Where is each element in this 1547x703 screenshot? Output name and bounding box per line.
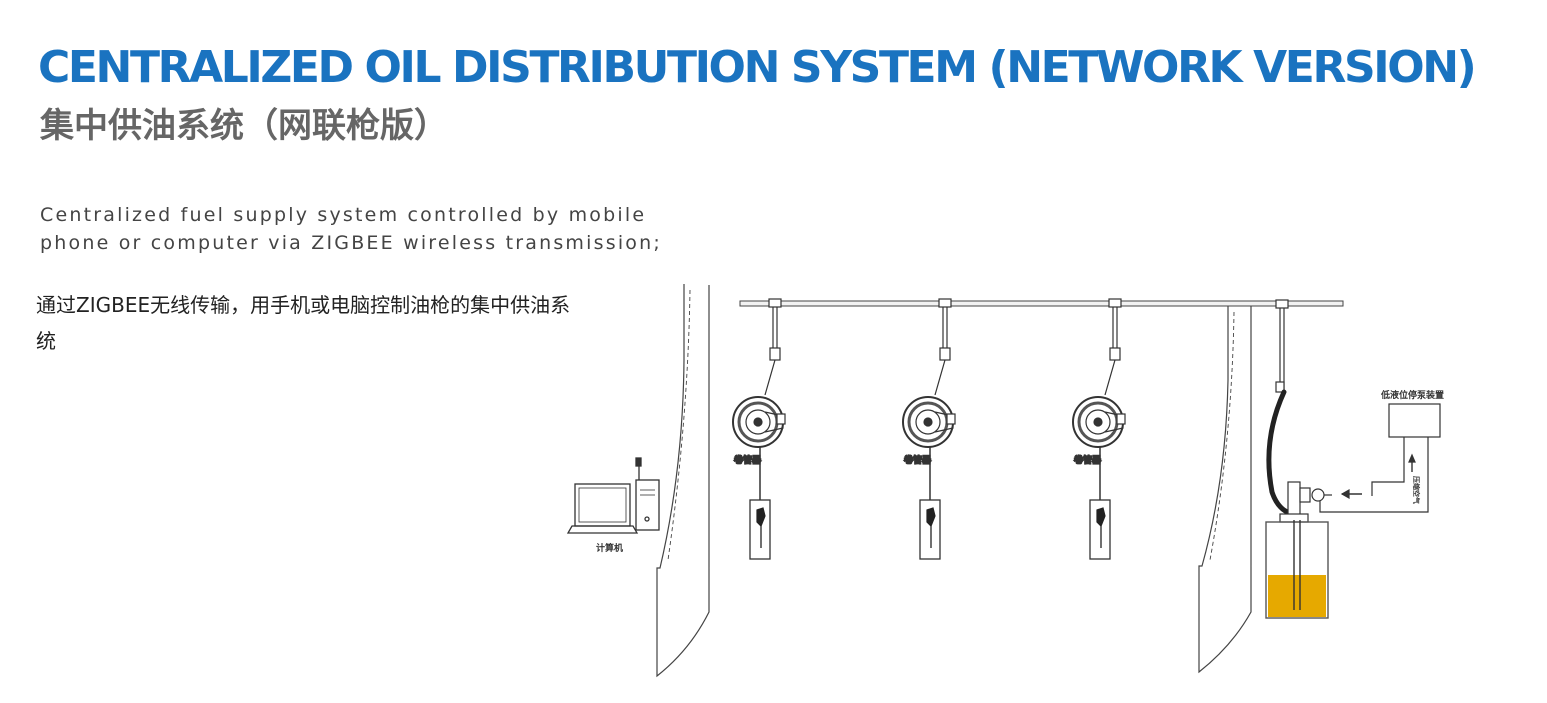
main-pipe — [739, 300, 1344, 307]
hose-reel-icon — [902, 396, 956, 448]
compressed-air-label: 压缩空气 — [1412, 476, 1421, 504]
computer-label: 计算机 — [596, 542, 623, 554]
description-english: Centralized fuel supply system controlle… — [40, 204, 662, 254]
nozzle-cabinet — [919, 499, 941, 560]
fuel-hose — [1266, 389, 1295, 517]
hose-reel-icon — [732, 396, 786, 448]
left-wall — [656, 284, 710, 678]
description-chinese: 通过ZIGBEE无线传输，用手机或电脑控制油枪的集中供油系统 — [36, 293, 571, 353]
pump-station — [1275, 299, 1289, 393]
nozzle-cabinet — [1089, 499, 1111, 560]
hose-reel-label: 卷管器 — [903, 454, 932, 466]
hose-reel-station: 卷管器 — [902, 298, 956, 560]
hose-reel-station: 卷管器 — [732, 298, 786, 560]
computer-icon — [566, 457, 660, 534]
nozzle-cabinet — [749, 499, 771, 560]
low-level-pump-stop-device — [1319, 403, 1441, 513]
hose-reel-station: 卷管器 — [1072, 298, 1126, 560]
pump-device-label: 低液位停泵装置 — [1380, 389, 1444, 401]
pump-assembly — [1279, 481, 1362, 523]
fuel-tank — [1265, 520, 1329, 619]
page-subtitle-chinese: 集中供油系统（网联枪版） — [40, 106, 448, 146]
right-wall — [1198, 306, 1252, 674]
hose-reel-icon — [1072, 396, 1126, 448]
page-title: CENTRALIZED OIL DISTRIBUTION SYSTEM (NET… — [38, 42, 1477, 93]
hose-reel-label: 卷管器 — [1073, 454, 1102, 466]
hose-reel-stations: 卷管器 卷管器 卷管器 — [732, 298, 1126, 560]
hose-reel-label: 卷管器 — [733, 454, 762, 466]
